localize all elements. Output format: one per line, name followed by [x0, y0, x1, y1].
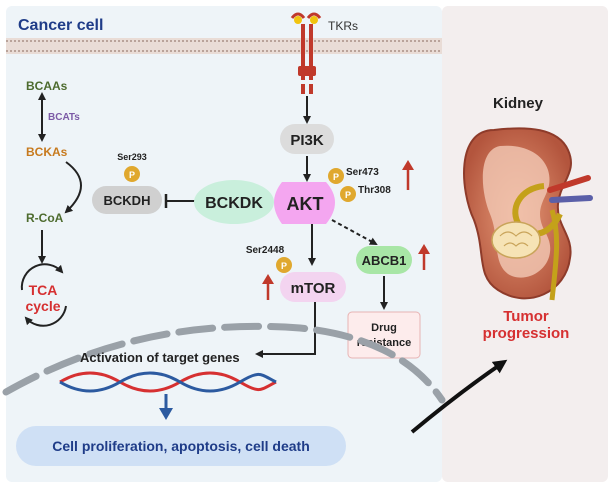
phospho-badge-thr308: P	[340, 186, 356, 202]
arrow-akt-to-abcb1	[331, 219, 378, 245]
up-arrow-mtor	[262, 274, 274, 300]
tumor-progression-line1: Tumor	[503, 308, 549, 325]
activation-text: Activation of target genes	[80, 350, 240, 365]
inhibition-bckdk-bckdh	[164, 194, 196, 208]
cell-title: Cancer cell	[18, 17, 103, 34]
ser473-label: Ser473	[346, 167, 379, 178]
pi3k-node: PI3K	[280, 124, 334, 154]
bckdh-node: BCKDH	[92, 186, 162, 214]
phospho-p-thr308: P	[345, 190, 351, 200]
arrow-cell-to-kidney	[410, 359, 508, 434]
phospho-p-mtor: P	[281, 261, 287, 271]
phospho-badge-ser473: P	[328, 168, 344, 184]
bckas-label: BCKAs	[26, 145, 68, 159]
mtor-label: mTOR	[291, 280, 336, 297]
abcb1-node: ABCB1	[356, 246, 412, 274]
phospho-p-bckdh: P	[129, 170, 135, 180]
tca-cycle-icon	[20, 263, 67, 327]
tumor-progression-line2: progression	[483, 325, 570, 342]
tkr-receptor-icon	[290, 12, 322, 94]
mtor-node: mTOR	[280, 272, 346, 302]
bckdk-node: BCKDK	[194, 180, 274, 224]
tca-label-line2: cycle	[25, 298, 60, 314]
abcb1-label: ABCB1	[362, 253, 407, 268]
arrow-bckas-rcoa	[64, 161, 82, 214]
up-arrow-abcb1	[418, 244, 430, 270]
bckdk-label: BCKDK	[205, 195, 263, 212]
akt-node: AKT	[274, 182, 335, 224]
tkr-label: TKRs	[328, 19, 358, 33]
tca-label-line1: TCA	[29, 282, 58, 298]
phospho-badge-bckdh: P	[124, 166, 140, 182]
arrow-mtor-to-genes	[255, 302, 316, 358]
pi3k-label: PI3K	[290, 132, 324, 149]
cell-membrane	[6, 38, 442, 54]
phospho-p-ser473: P	[333, 172, 339, 182]
outcome-text: Cell proliferation, apoptosis, cell deat…	[52, 438, 310, 454]
dna-icon	[59, 371, 277, 393]
outcome-pill: Cell proliferation, apoptosis, cell deat…	[16, 426, 346, 466]
up-arrow-akt	[402, 160, 414, 190]
bcats-label: BCATs	[48, 112, 80, 123]
ser293-label: Ser293	[117, 152, 147, 162]
bcaas-label: BCAAs	[26, 79, 68, 93]
kidney-icon	[463, 127, 593, 301]
nuclear-envelope	[2, 322, 446, 404]
phospho-badge-mtor: P	[276, 257, 292, 273]
thr308-label: Thr308	[358, 185, 391, 196]
drug-resistance-line1: Drug	[371, 322, 397, 334]
rcoa-label: R-CoA	[26, 211, 64, 225]
cell-background	[6, 6, 442, 482]
akt-label: AKT	[287, 194, 324, 214]
bckdh-label: BCKDH	[104, 193, 151, 208]
down-arrow-dna-to-outcome	[159, 394, 173, 420]
ser2448-label: Ser2448	[246, 245, 285, 256]
kidney-title: Kidney	[493, 95, 544, 112]
